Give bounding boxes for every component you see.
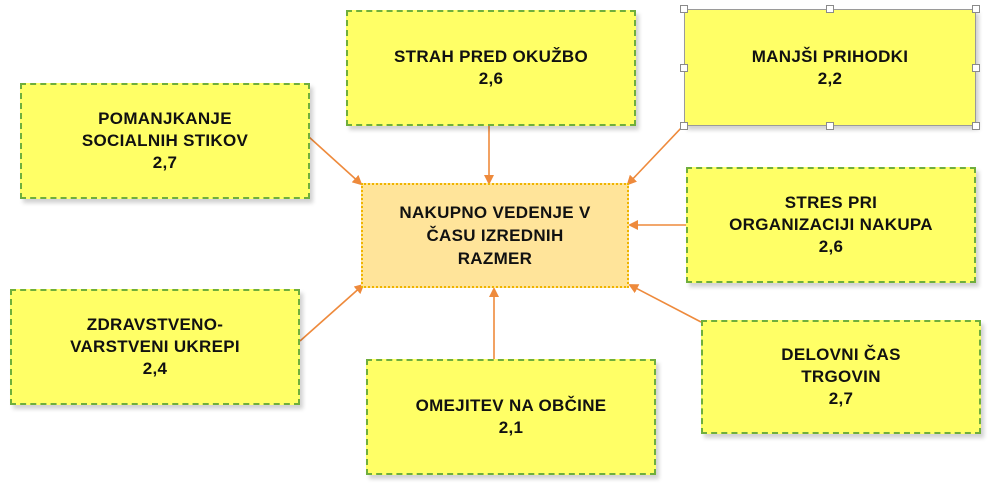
factor-zdravstveno-varstveni-ukrepi[interactable]: ZDRAVSTVENO- VARSTVENI UKREPI 2,4 (10, 289, 300, 405)
arrow-stiki (308, 136, 363, 186)
resize-handle-right[interactable] (972, 64, 980, 72)
arrow-prihodki (626, 125, 684, 186)
resize-handle-bottom-left[interactable] (680, 122, 688, 130)
central-node-line-2: ČASU IZREDNIH (426, 226, 564, 245)
arrow-ukrepi (299, 283, 365, 342)
resize-handle-bottom-right[interactable] (972, 122, 980, 130)
factor-label: ZDRAVSTVENO- (86, 315, 224, 334)
factor-label: STRAH PRED OKUŽBO (394, 47, 588, 66)
resize-handle-top-right[interactable] (972, 5, 980, 13)
factor-stres-pri-organizaciji-nakupa[interactable]: STRES PRI ORGANIZACIJI NAKUPA 2,6 (686, 167, 976, 283)
factor-value: 2,2 (817, 68, 843, 88)
factor-label: DELOVNI ČAS (781, 345, 901, 364)
factor-label: POMANJKANJE (98, 109, 232, 128)
factor-strah-pred-okuzbo[interactable]: STRAH PRED OKUŽBO 2,6 (346, 10, 636, 126)
factor-value: 2,4 (142, 359, 168, 378)
central-node[interactable]: NAKUPNO VEDENJE V ČASU IZREDNIH RAZMER (361, 183, 629, 288)
factor-value: 2,6 (818, 237, 844, 256)
factor-omejitev-na-obcine[interactable]: OMEJITEV NA OBČINE 2,1 (366, 359, 656, 475)
factor-label: ORGANIZACIJI NAKUPA (729, 215, 933, 234)
factor-label: MANJŠI PRIHODKI (751, 46, 909, 66)
factor-label: OMEJITEV NA OBČINE (415, 396, 607, 415)
factor-manjsi-prihodki[interactable]: MANJŠI PRIHODKI 2,2 (684, 9, 976, 126)
factor-label: SOCIALNIH STIKOV (81, 131, 249, 150)
factor-label: TRGOVIN (801, 367, 881, 386)
resize-handle-left[interactable] (680, 64, 688, 72)
factor-delovni-cas-trgovin[interactable]: DELOVNI ČAS TRGOVIN 2,7 (701, 320, 981, 434)
central-node-line-3: RAZMER (457, 249, 533, 268)
factor-pomanjkanje-socialnih-stikov[interactable]: POMANJKANJE SOCIALNIH STIKOV 2,7 (20, 83, 310, 199)
resize-handle-bottom[interactable] (826, 122, 834, 130)
factor-value: 2,1 (498, 418, 524, 437)
resize-handle-top-left[interactable] (680, 5, 688, 13)
arrow-delovni (628, 284, 702, 323)
factor-label: STRES PRI (784, 193, 878, 212)
resize-handle-top[interactable] (826, 5, 834, 13)
factor-value: 2,6 (478, 69, 504, 88)
factor-value: 2,7 (828, 389, 854, 408)
factor-value: 2,7 (152, 153, 178, 172)
central-node-line-1: NAKUPNO VEDENJE V (399, 203, 591, 222)
factor-label: VARSTVENI UKREPI (70, 337, 240, 356)
